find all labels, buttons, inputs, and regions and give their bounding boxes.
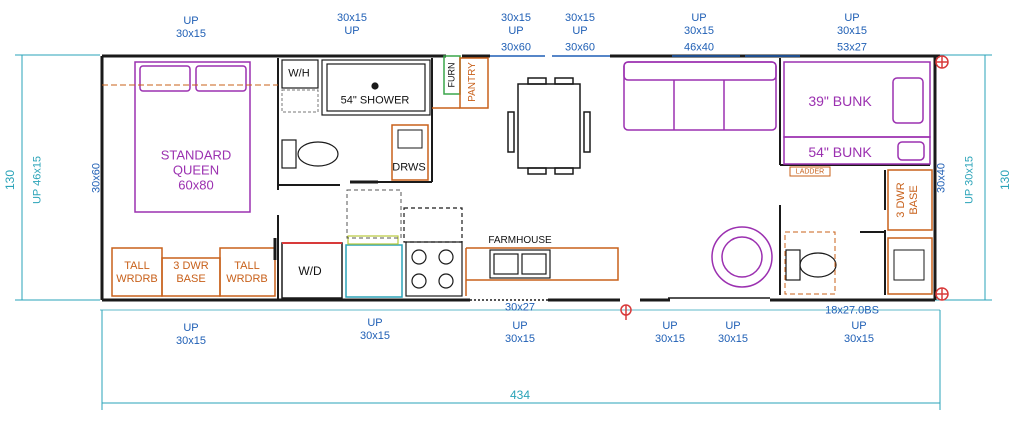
interior-walls [277,58,930,300]
round-chair [711,226,773,288]
water-heater-box [281,59,319,89]
dining-set [507,77,591,175]
exterior-walls [100,54,940,302]
toilet-left [281,139,339,169]
sink-right [887,237,933,295]
fridge [345,244,403,298]
drawers [391,124,429,181]
farmhouse-sink [489,249,551,279]
ladder-box [789,166,831,177]
toilet-right [785,249,837,281]
bunk-beds [783,61,931,165]
shower [321,59,431,116]
washer-dryer-box [281,242,343,299]
wardrobes [111,247,276,297]
dimension-lines [15,54,992,410]
range [403,207,463,297]
dwr-base-right-box [887,169,933,231]
queen-bed [134,61,251,213]
pantry [432,57,489,109]
counter [465,247,619,296]
furnace-box [443,55,461,95]
doors [273,180,884,301]
exterior-outlets [620,55,949,320]
sofa [623,61,777,131]
